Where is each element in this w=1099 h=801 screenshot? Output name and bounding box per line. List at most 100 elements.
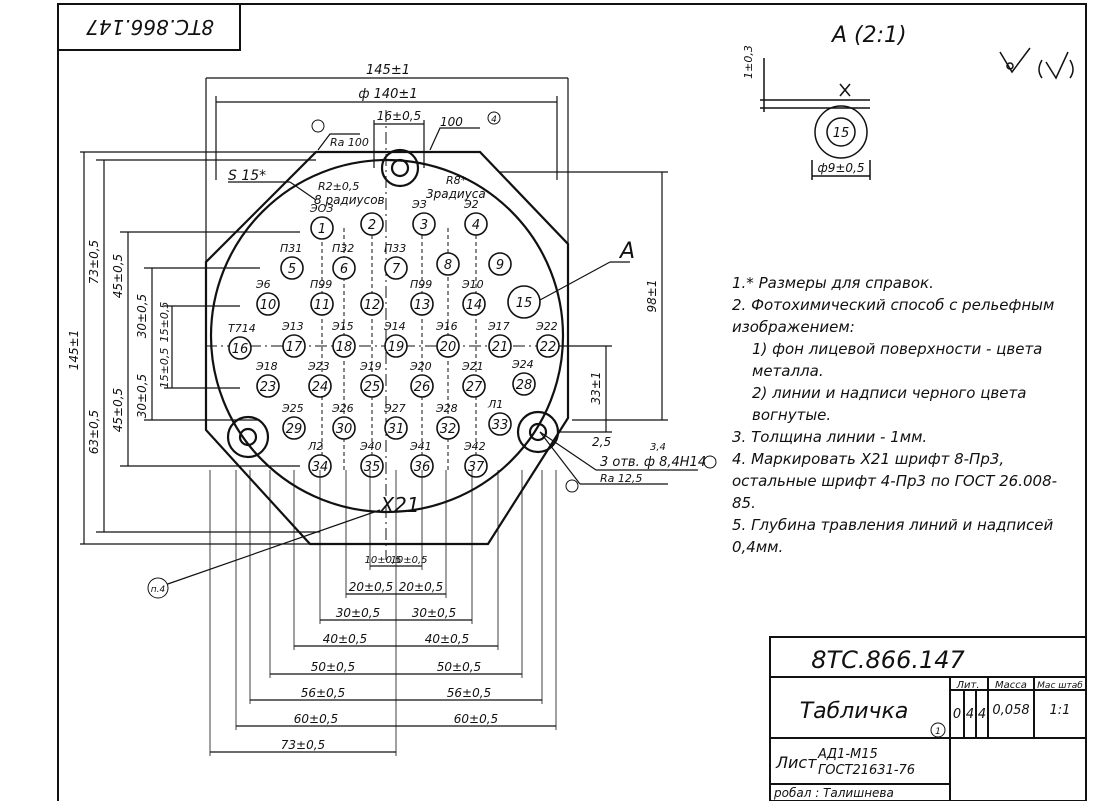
dim-chamfer: 2,5: [592, 435, 611, 449]
dim-right-label: 56±0,5: [447, 686, 491, 700]
dim-left-label: 50±0,5: [311, 660, 355, 674]
detail-circle-inner: [826, 117, 856, 147]
contact-number: 14: [466, 298, 483, 313]
title-lit-header: Лит.: [955, 680, 979, 691]
contact-circle: [332, 256, 356, 280]
note-2: 2. Фотохимический способ с рельефным изо…: [732, 296, 1055, 336]
contact-label: Э23: [307, 360, 330, 373]
contact-number: 3: [420, 218, 428, 233]
dim-left-label: 73±0,5: [281, 738, 325, 752]
contact-label: Э20: [409, 360, 432, 373]
contact-circle: [308, 374, 332, 398]
contact-number: 1: [318, 222, 326, 237]
callout-4-top: 4: [491, 115, 497, 125]
contact-circle: [310, 216, 334, 240]
contact-label: Т714: [228, 322, 256, 335]
contact-number: 5: [288, 262, 296, 277]
contact-circle: [384, 416, 408, 440]
contact-label: Э16: [435, 320, 458, 333]
contact-circle: [462, 292, 486, 316]
contact-number: 23: [260, 380, 277, 395]
contact-label: Э17: [487, 320, 510, 333]
contact-circle: [436, 252, 460, 276]
dim-r8: R8*: [446, 174, 467, 187]
dim-slot: 16±0,5: [377, 109, 421, 123]
contact-label: Э25: [281, 402, 304, 415]
contact-number: 29: [286, 422, 303, 437]
contact-label: Э15: [331, 320, 354, 333]
title-name: Табличка: [800, 699, 909, 724]
contact-circle: [384, 256, 408, 280]
contact-number: 9: [496, 258, 504, 273]
dim-height-145: 145±1: [67, 330, 81, 371]
dim-left-label: 40±0,5: [323, 632, 367, 646]
contact-label: Э21: [461, 360, 484, 373]
contact-circle: [360, 212, 384, 236]
contact-number: 12: [364, 298, 381, 313]
dim-45-top: 45±0,5: [111, 254, 125, 298]
dim-15-bottom: 15±0,5: [158, 348, 171, 389]
detail-circle-outer: [814, 105, 868, 159]
dim-r2-note: 8 радиусов: [314, 193, 385, 207]
contact-circle: [228, 336, 252, 360]
detail-thickness: 1±0,3: [742, 45, 755, 79]
contact-circle: [282, 416, 306, 440]
contact-label: Л1: [487, 398, 503, 411]
note-2-1: 1) фон лицевой поверхности - цвета метал…: [752, 340, 1043, 380]
title-scale: 1:1: [1050, 703, 1071, 718]
roughness-ra125: Ra 12,5: [600, 472, 642, 485]
dim-right-label: 30±0,5: [412, 606, 456, 620]
dim-left-label: 10±0,5: [364, 555, 401, 566]
contact-circle: [282, 334, 306, 358]
contact-label: П32: [332, 242, 354, 255]
contact-number: 18: [336, 340, 353, 355]
view-label: А (2:1): [830, 23, 907, 48]
dim-diameter: ф 140±1: [358, 87, 417, 102]
dim-right-label: 10±0,5: [390, 555, 427, 566]
note-3: 3. Толщина линии - 1мм.: [732, 428, 928, 446]
contact-label: П33: [384, 242, 406, 255]
contact-circle: [410, 292, 434, 316]
contact-circle: [384, 334, 408, 358]
dim-45-bottom: 45±0,5: [111, 388, 125, 432]
dim-holes: 3 отв. ф 8,4Н14: [600, 455, 706, 470]
contact-label: Э2: [463, 198, 479, 211]
corner-stamp: 8ТС.866.147: [86, 15, 214, 39]
contact-number: 37: [468, 460, 485, 475]
contact-label: П31: [280, 242, 302, 255]
contact-number: 19: [388, 340, 405, 355]
title-mass-header: Масса: [995, 680, 1027, 691]
title-sheet-label: Лист: [775, 753, 817, 772]
view-marker-A: А: [618, 239, 635, 264]
title-approved: робал : Талишнева: [773, 786, 894, 800]
contact-circle: [512, 372, 536, 396]
contact-number: 30: [336, 422, 353, 437]
contact-label: Э18: [255, 360, 278, 373]
contact-number: 11: [314, 298, 331, 313]
dim-63: 63±0,5: [87, 410, 101, 454]
title-lit-1: 4: [966, 707, 974, 722]
contact-circle: [332, 334, 356, 358]
title-doc-number: 8ТС.866.147: [811, 646, 965, 674]
dim-left-label: 30±0,5: [336, 606, 380, 620]
contact-circle: [360, 292, 384, 316]
contact-label: Э19: [359, 360, 382, 373]
contact-circle: [412, 212, 436, 236]
dim-r2: R2±0,5: [318, 180, 359, 193]
contact-label: Э41: [409, 440, 432, 453]
note-5: 5. Глубина травления линий и надписей 0,…: [732, 516, 1054, 556]
contact-circle: [488, 334, 512, 358]
technical-notes: 1.* Размеры для справок. 2. Фотохимическ…: [712, 272, 1072, 558]
contact-number: 10: [260, 298, 277, 313]
contact-number: 15: [516, 296, 533, 311]
plate-circle: [209, 158, 565, 514]
note-2-2: 2) линии и надписи черного цвета вогнуты…: [752, 384, 1027, 424]
contact-label: ЭОЗ: [309, 202, 333, 215]
contact-number: 2: [368, 218, 376, 233]
contact-number: 8: [444, 258, 452, 273]
dim-left-label: 60±0,5: [294, 712, 338, 726]
contact-label: П99: [410, 278, 432, 291]
contact-circle: [436, 416, 460, 440]
roughness-ra100: Ra 100: [330, 136, 369, 149]
